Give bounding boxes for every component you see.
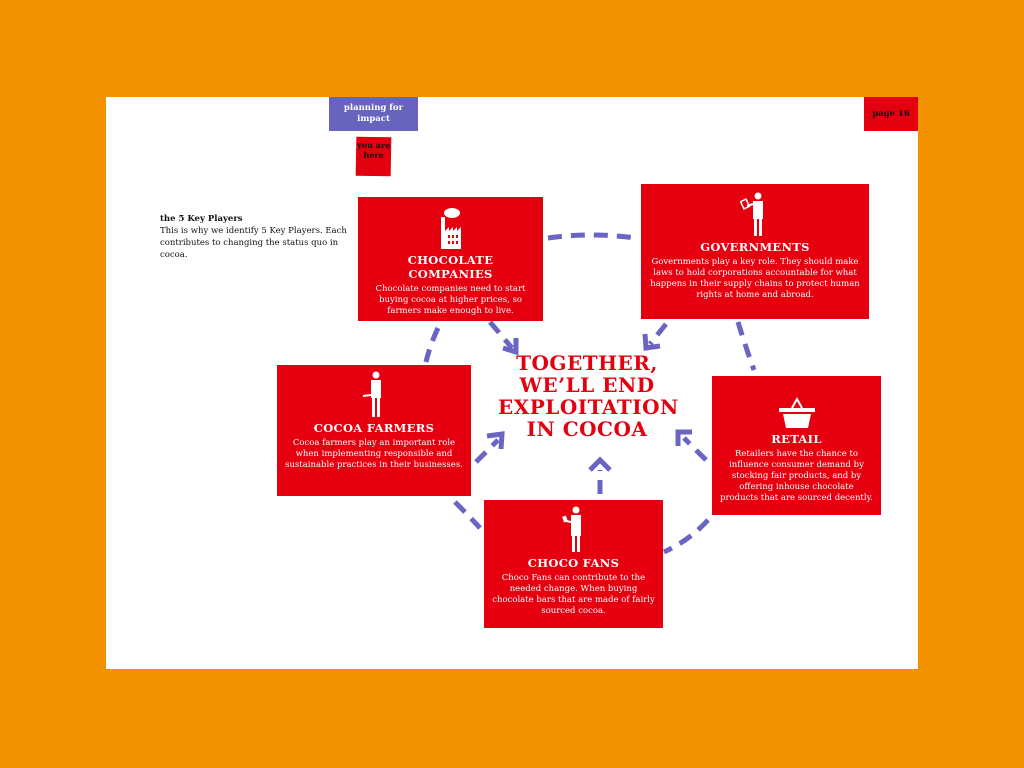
card-title: GOVERNMENTS (700, 240, 810, 254)
arrow-chocolate (488, 320, 514, 350)
card-text: Governments play a key role. They should… (650, 257, 860, 300)
center-title: TOGETHER, WE’LL END EXPLOITATION IN COCO… (498, 351, 679, 441)
arrowhead-retail (675, 429, 692, 446)
circle-arc-top (547, 232, 637, 241)
card-text: Choco Fans can contribute to the needed … (492, 573, 655, 616)
card-title: CHOCO FANS (527, 556, 620, 570)
intro-block: the 5 Key Players This is why we identif… (160, 213, 350, 261)
factory-icon (366, 203, 535, 249)
you-are-here-marker: you are here (355, 136, 392, 177)
card-text: Chocolate companies need to start buying… (375, 284, 526, 316)
center-title-line: WE’LL END (519, 373, 655, 397)
arrowhead-farmers (486, 431, 505, 450)
card-governments: GOVERNMENTS Governments play a key role.… (641, 184, 869, 319)
consumer-icon (492, 506, 655, 552)
circle-arc-right-top (735, 321, 757, 371)
card-retail: RETAIL Retailers have the chance to infl… (712, 376, 881, 515)
basket-icon (720, 382, 873, 428)
farmer-icon (285, 371, 463, 417)
section-tab-planning-for-impact[interactable]: planning for impact (329, 97, 418, 131)
arrowhead-chocolate (502, 338, 519, 356)
center-title-line: IN COCOA (526, 417, 648, 441)
circle-arc-right-bottom (662, 518, 710, 555)
card-text: Cocoa farmers play an important role whe… (285, 438, 463, 470)
intro-text: This is why we identify 5 Key Players. E… (160, 226, 347, 260)
arrowhead-governments (642, 333, 661, 351)
arrow-retail (682, 436, 708, 462)
card-chocolate-companies: CHOCOLATE COMPANIES Chocolate companies … (358, 197, 543, 321)
card-title: RETAIL (771, 432, 822, 446)
politician-icon (649, 190, 861, 236)
arrow-governments (648, 322, 668, 346)
arrowhead-fans (588, 456, 612, 472)
card-text: Retailers have the chance to influence c… (720, 449, 873, 503)
center-title-line: TOGETHER, (516, 351, 658, 375)
arrow-farmers (474, 438, 500, 464)
circle-arc-left-bottom (453, 500, 482, 530)
card-cocoa-farmers: COCOA FARMERS Cocoa farmers play an impo… (277, 365, 471, 496)
card-title: COCOA FARMERS (313, 421, 435, 435)
intro-title: the 5 Key Players (160, 214, 243, 224)
center-title-line: EXPLOITATION (498, 395, 679, 419)
card-title: CHOCOLATE COMPANIES (407, 253, 494, 281)
page-number: page 16 (864, 97, 918, 131)
circle-arc-left-top (423, 326, 441, 363)
card-choco-fans: CHOCO FANS Choco Fans can contribute to … (484, 500, 663, 628)
